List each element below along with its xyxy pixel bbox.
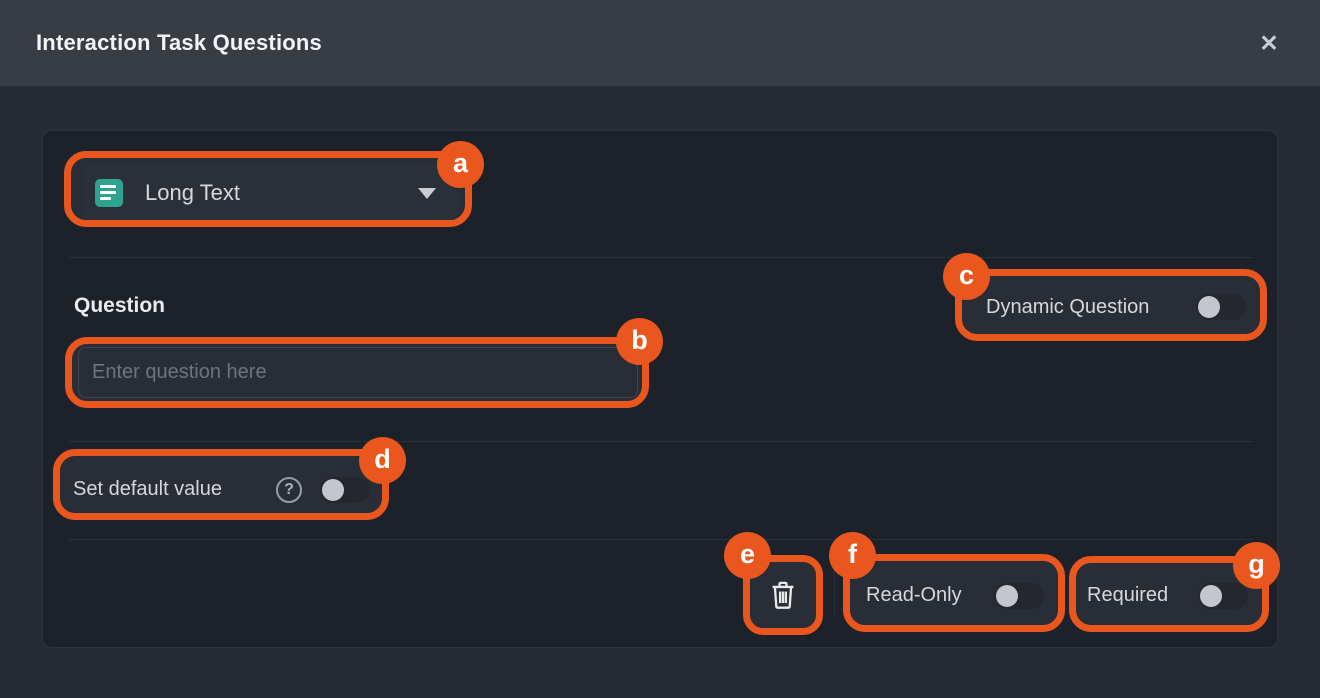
set-default-value-label: Set default value <box>73 478 222 500</box>
modal-header: Interaction Task Questions ✕ <box>0 0 1320 86</box>
annotation-badge-c: c <box>943 253 990 300</box>
footer-vertical-divider <box>834 570 835 618</box>
long-text-icon <box>95 178 123 207</box>
toggle-knob <box>1198 296 1220 318</box>
divider-middle <box>69 441 1253 442</box>
read-only-toggle[interactable] <box>994 583 1044 609</box>
annotation-badge-g: g <box>1233 542 1280 589</box>
trash-icon <box>772 581 794 609</box>
required-label: Required <box>1087 584 1169 606</box>
read-only-label: Read-Only <box>866 584 962 606</box>
chevron-down-icon <box>418 188 436 199</box>
annotation-f-outline <box>843 554 1065 632</box>
annotation-badge-b: b <box>616 318 663 365</box>
divider-footer <box>69 539 1253 540</box>
question-label: Question <box>74 294 166 317</box>
help-icon[interactable]: ? <box>276 477 302 503</box>
annotation-badge-a: a <box>437 141 484 188</box>
annotation-badge-e: e <box>724 532 771 579</box>
divider-top <box>69 257 1253 258</box>
toggle-knob <box>322 479 344 501</box>
dynamic-question-label: Dynamic Question <box>986 296 1150 318</box>
close-icon[interactable]: ✕ <box>1248 22 1290 64</box>
toggle-knob <box>996 585 1018 607</box>
question-type-value: Long Text <box>145 179 241 205</box>
dynamic-question-toggle[interactable] <box>1196 294 1246 320</box>
required-toggle[interactable] <box>1198 583 1248 609</box>
delete-question-button[interactable] <box>752 564 814 626</box>
page-title: Interaction Task Questions <box>36 30 322 55</box>
question-input[interactable] <box>78 347 638 398</box>
question-type-dropdown[interactable]: Long Text <box>82 165 458 220</box>
set-default-value-toggle[interactable] <box>320 477 370 503</box>
toggle-knob <box>1200 585 1222 607</box>
annotation-badge-d: d <box>359 437 406 484</box>
annotation-badge-f: f <box>829 532 876 579</box>
